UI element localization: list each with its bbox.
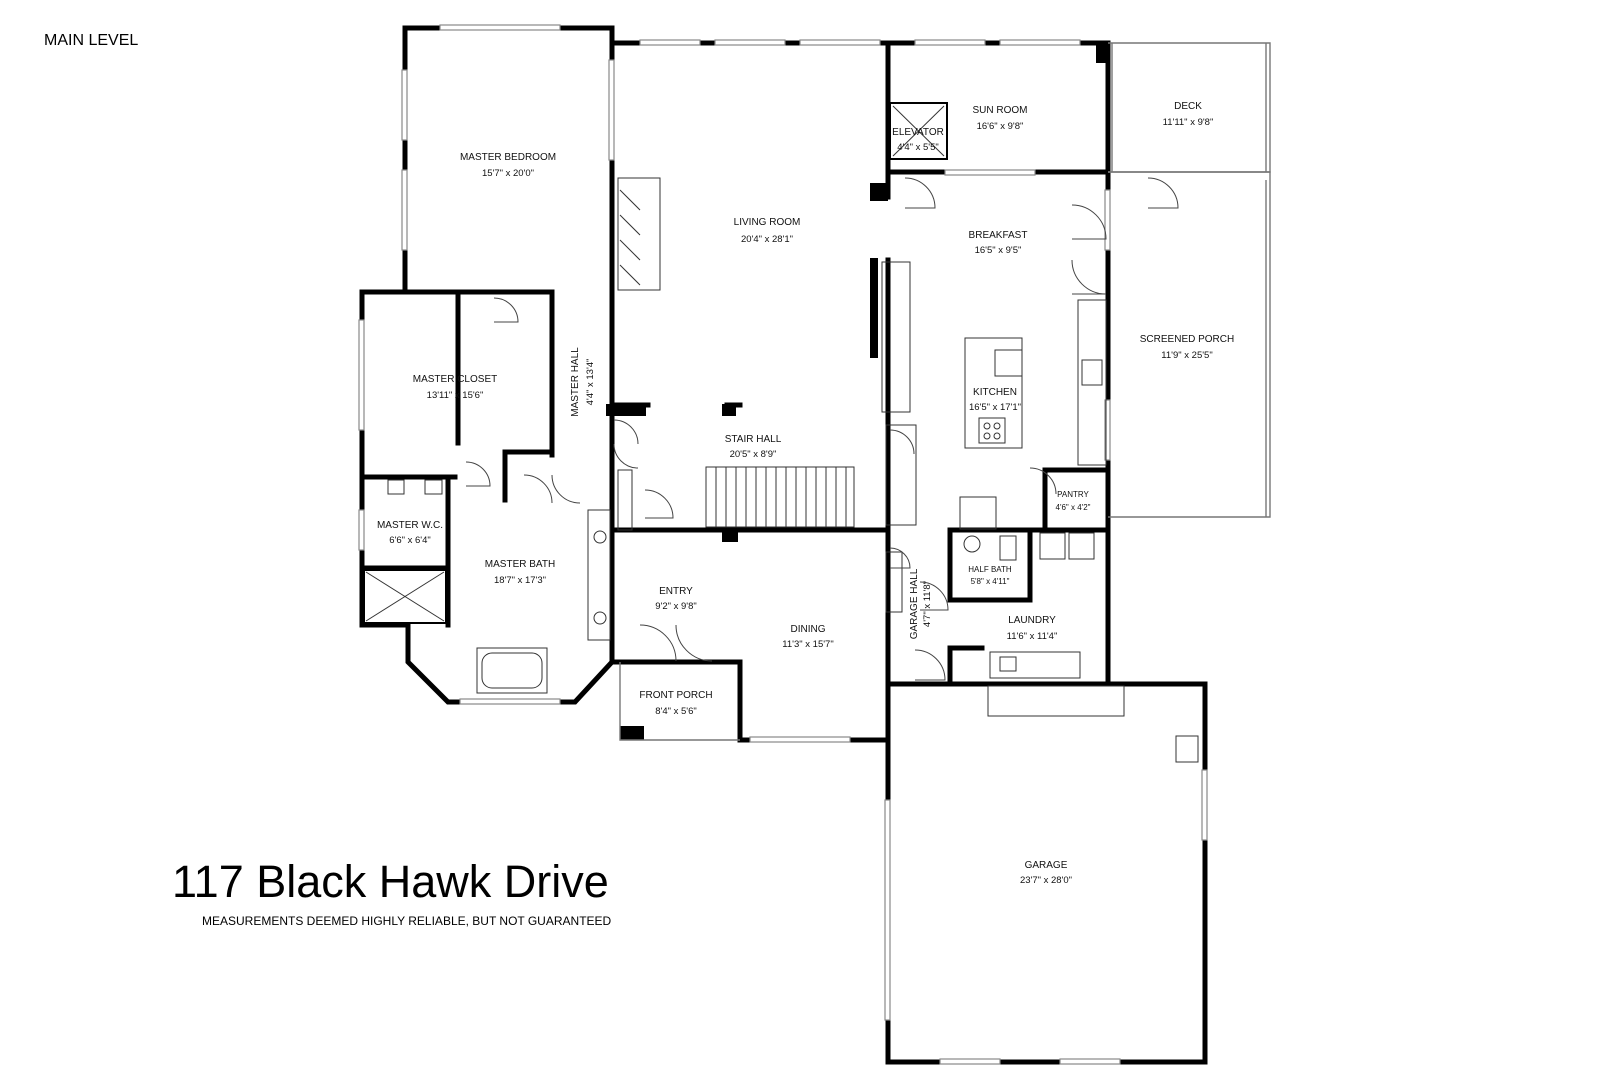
room-name: ELEVATOR — [892, 127, 944, 138]
room-living-room: LIVING ROOM 20'4" x 28'1" — [734, 217, 801, 245]
room-pantry: PANTRY 4'6" x 4'2" — [1056, 490, 1091, 512]
disclaimer: MEASUREMENTS DEEMED HIGHLY RELIABLE, BUT… — [202, 914, 612, 928]
room-name: MASTER BATH — [485, 559, 555, 570]
room-garage-hall: GARAGE HALL 4'7" x 11'8" — [909, 568, 933, 639]
room-name: STAIR HALL — [725, 434, 782, 445]
windows — [358, 24, 1208, 1065]
room-master-wc: MASTER W.C. 6'6" x 6'4" — [377, 520, 443, 546]
room-front-porch: FRONT PORCH 8'4" x 5'6" — [639, 690, 712, 717]
room-name: MASTER CLOSET — [413, 374, 497, 385]
room-breakfast: BREAKFAST 16'5" x 9'5" — [969, 230, 1028, 256]
room-dims: 20'5" x 8'9" — [730, 449, 777, 460]
room-name: ENTRY — [659, 586, 693, 597]
room-labels: MASTER BEDROOM 15'7" x 20'0" LIVING ROOM… — [377, 101, 1234, 886]
room-dims: 20'4" x 28'1" — [741, 234, 793, 245]
level-label: MAIN LEVEL — [44, 32, 138, 49]
room-stair-hall: STAIR HALL 20'5" x 8'9" — [725, 434, 782, 460]
room-dims: 16'5" x 17'1" — [969, 402, 1021, 413]
room-dims: 6'6" x 6'4" — [389, 535, 431, 546]
room-name: HALF BATH — [968, 565, 1012, 574]
room-dims: 5'8" x 4'11" — [971, 577, 1010, 586]
doors — [465, 177, 1179, 681]
room-dims: 8'4" x 5'6" — [655, 706, 697, 717]
room-dims: 16'5" x 9'5" — [975, 245, 1022, 256]
room-name: SCREENED PORCH — [1140, 334, 1234, 345]
room-dims: 4'4" x 5'5" — [897, 142, 939, 153]
room-name: GARAGE HALL — [909, 568, 920, 639]
porches — [619, 42, 1271, 741]
room-name: MASTER BEDROOM — [460, 152, 556, 163]
stair-treads — [715, 467, 847, 527]
room-dims: 23'7" x 28'0" — [1020, 875, 1072, 886]
room-dims: 13'11" x 15'6" — [427, 390, 484, 401]
room-dims: 11'6" x 11'4" — [1007, 631, 1058, 642]
room-name: DINING — [791, 624, 826, 635]
room-name: DECK — [1174, 101, 1202, 112]
room-master-bath: MASTER BATH 18'7" x 17'3" — [485, 559, 555, 586]
room-dims: 16'6" x 9'8" — [977, 121, 1024, 132]
room-dims: 4'7" x 11'8" — [922, 581, 933, 627]
room-dims: 4'6" x 4'2" — [1056, 503, 1091, 512]
room-sun-room: SUN ROOM 16'6" x 9'8" — [973, 105, 1028, 132]
room-laundry: LAUNDRY 11'6" x 11'4" — [1007, 615, 1058, 642]
fixtures — [363, 102, 1199, 763]
room-name: BREAKFAST — [969, 230, 1028, 241]
room-kitchen: KITCHEN 16'5" x 17'1" — [969, 387, 1021, 413]
room-dims: 11'11" x 9'8" — [1163, 117, 1214, 128]
room-dims: 11'3" x 15'7" — [782, 639, 833, 650]
room-name: PANTRY — [1057, 490, 1089, 499]
room-dims: 9'2" x 9'8" — [655, 601, 697, 612]
room-screened-porch: SCREENED PORCH 11'9" x 25'5" — [1140, 334, 1234, 361]
room-name: LAUNDRY — [1008, 615, 1056, 626]
room-name: MASTER W.C. — [377, 520, 443, 531]
room-dims: 11'9" x 25'5" — [1161, 350, 1212, 361]
room-dims: 18'7" x 17'3" — [494, 575, 546, 586]
room-name: KITCHEN — [973, 387, 1017, 398]
room-master-bedroom: MASTER BEDROOM 15'7" x 20'0" — [460, 152, 556, 179]
room-dims: 4'4" x 13'4" — [585, 359, 596, 406]
room-deck: DECK 11'11" x 9'8" — [1163, 101, 1214, 128]
room-name: FRONT PORCH — [639, 690, 712, 701]
room-entry: ENTRY 9'2" x 9'8" — [655, 586, 697, 612]
room-name: GARAGE — [1025, 860, 1068, 871]
address-title: 117 Black Hawk Drive — [172, 856, 609, 907]
room-half-bath: HALF BATH 5'8" x 4'11" — [968, 565, 1012, 586]
room-elevator: ELEVATOR 4'4" x 5'5" — [892, 127, 944, 153]
room-name: LIVING ROOM — [734, 217, 801, 228]
room-master-hall: MASTER HALL 4'4" x 13'4" — [570, 347, 596, 417]
room-dims: 15'7" x 20'0" — [482, 168, 534, 179]
walls — [359, 25, 1208, 1065]
room-dining: DINING 11'3" x 15'7" — [782, 624, 833, 650]
room-master-closet: MASTER CLOSET 13'11" x 15'6" — [413, 374, 497, 401]
room-garage: GARAGE 23'7" x 28'0" — [1020, 860, 1072, 886]
room-name: SUN ROOM — [973, 105, 1028, 116]
room-name: MASTER HALL — [570, 347, 581, 417]
